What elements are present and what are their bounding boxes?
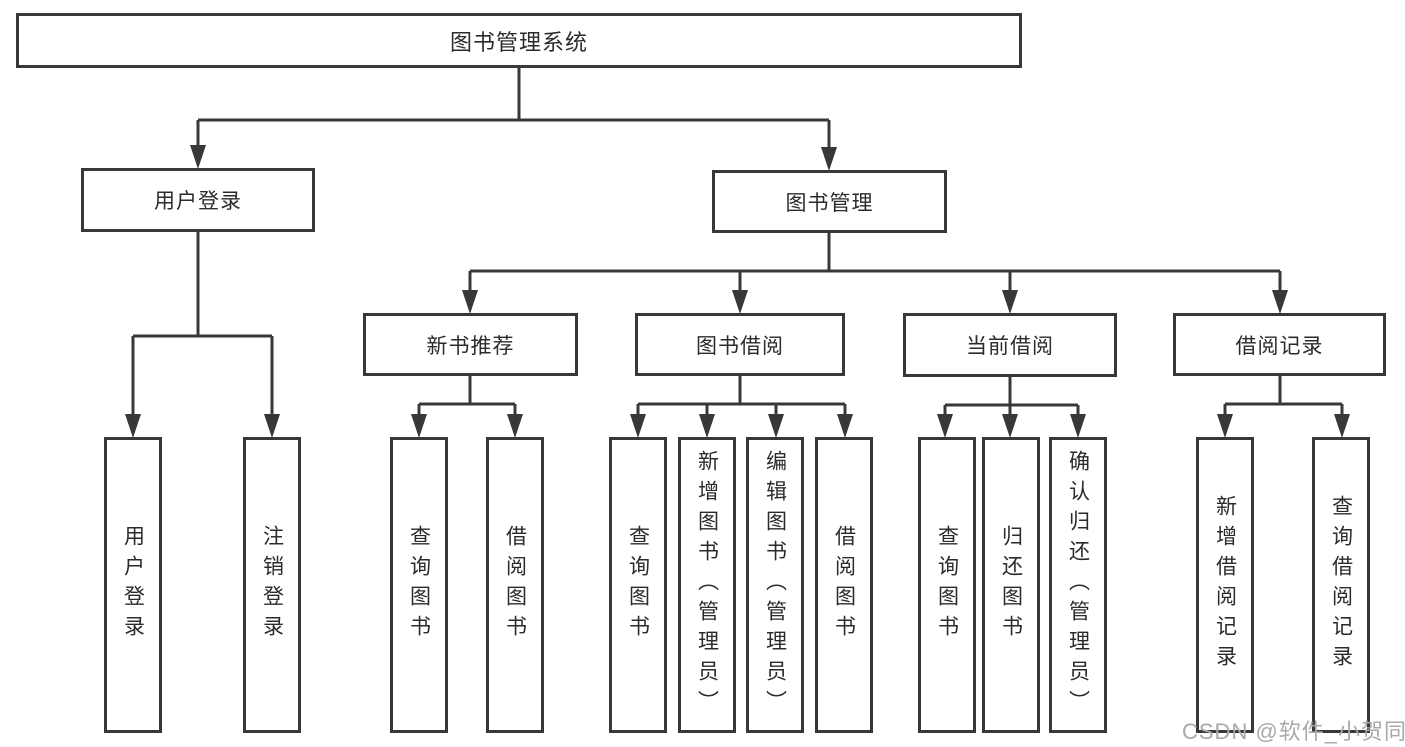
leaf-cb-query-books: 查询图书 <box>918 437 976 733</box>
leaf-br-query-record: 查询借阅记录 <box>1312 437 1370 733</box>
leaf-logout: 注销登录 <box>243 437 301 733</box>
node-new-book-recommend: 新书推荐 <box>363 313 578 376</box>
csdn-watermark: CSDN @软件_小贺同学 <box>1182 719 1405 744</box>
node-book-borrow: 图书借阅 <box>635 313 845 376</box>
node-current-borrow: 当前借阅 <box>903 313 1117 377</box>
leaf-cb-confirm-return-admin: 确认归还（管理员） <box>1049 437 1107 733</box>
node-book-management: 图书管理 <box>712 170 947 233</box>
leaf-bb-add-books-admin: 新增图书（管理员） <box>678 437 736 733</box>
leaf-nb-query-books: 查询图书 <box>390 437 448 733</box>
leaf-bb-query-books: 查询图书 <box>609 437 667 733</box>
leaf-bb-edit-books-admin: 编辑图书（管理员） <box>746 437 804 733</box>
node-user-login: 用户登录 <box>81 168 315 232</box>
leaf-br-add-record: 新增借阅记录 <box>1196 437 1254 733</box>
node-borrow-records: 借阅记录 <box>1173 313 1386 376</box>
node-root-system: 图书管理系统 <box>16 13 1022 68</box>
leaf-nb-borrow-books: 借阅图书 <box>486 437 544 733</box>
leaf-cb-return-books: 归还图书 <box>982 437 1040 733</box>
leaf-bb-borrow-books: 借阅图书 <box>815 437 873 733</box>
leaf-user-login: 用户登录 <box>104 437 162 733</box>
